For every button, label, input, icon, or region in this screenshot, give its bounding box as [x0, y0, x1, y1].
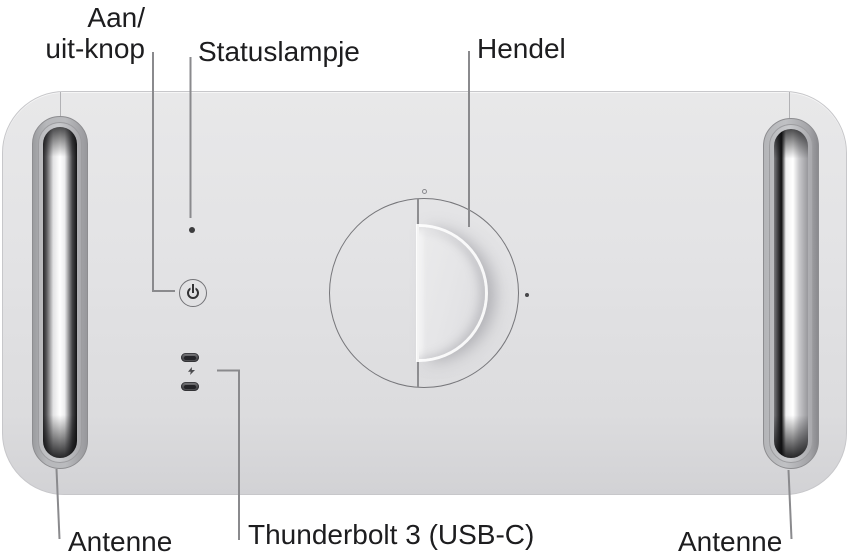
power-button [179, 279, 207, 307]
handle-circle [329, 198, 519, 388]
label-status-light: Statuslampje [198, 36, 360, 67]
power-icon-stem [192, 284, 194, 293]
case-seam-left [60, 92, 61, 116]
antenna-right [763, 118, 819, 469]
usb-c-port-top [181, 353, 199, 362]
usb-c-port-bottom [181, 382, 199, 391]
antenna-left-slot [43, 127, 77, 458]
antenna-right-slot [774, 129, 808, 458]
label-antenna-right: Antenne [678, 526, 783, 557]
handle-alignment-ring-icon [422, 189, 427, 194]
label-power-button-line2: uit-knop [45, 33, 145, 64]
case-seam-right [789, 92, 790, 119]
handle-seam-line [417, 199, 419, 387]
thunderbolt-icon [188, 367, 195, 375]
label-power-button-line1: Aan/ [87, 2, 145, 33]
power-icon [186, 284, 200, 300]
mac-pro-body [2, 91, 847, 495]
label-handle: Hendel [477, 33, 566, 64]
label-power-button: Aan/ uit-knop [18, 2, 145, 64]
status-light-icon [189, 227, 195, 233]
label-thunderbolt: Thunderbolt 3 (USB-C) [248, 519, 535, 550]
handle-alignment-dot-icon [525, 293, 529, 297]
antenna-left [32, 116, 88, 469]
label-antenna-left: Antenne [68, 526, 173, 557]
